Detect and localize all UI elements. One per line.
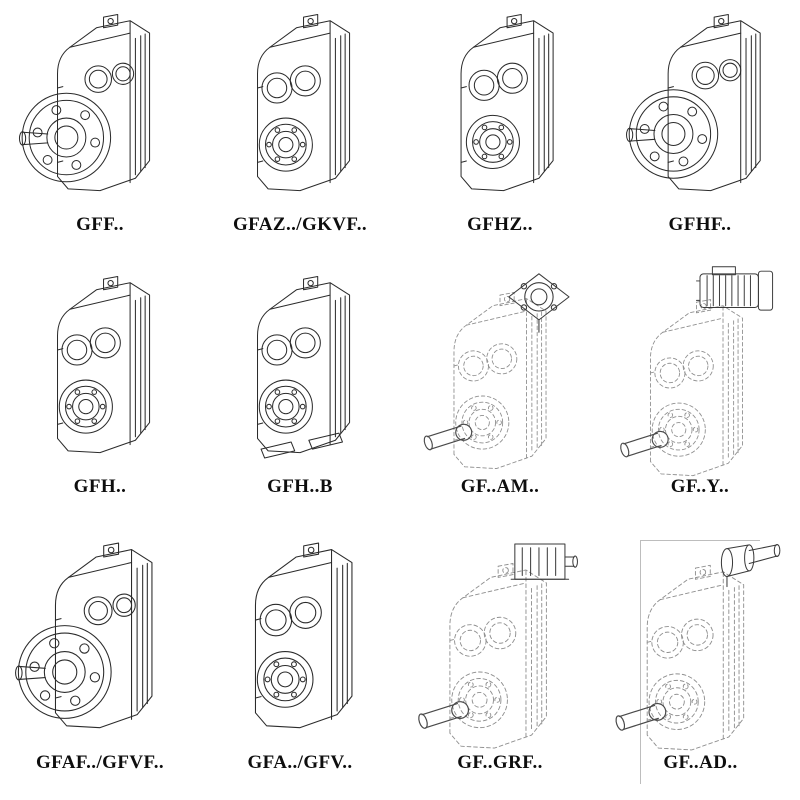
gearbox-drawing-flange xyxy=(626,13,761,192)
hollow-shaft-bores xyxy=(258,65,321,172)
model-label: GFHZ.. xyxy=(467,214,533,235)
model-label: GFA../GFV.. xyxy=(247,752,353,773)
catalog-cell-gf-grf: GF..GRF.. xyxy=(440,540,578,784)
catalog-cell-gf-am: GF..AM.. xyxy=(440,273,570,508)
catalog-cell-gfhz: GFHZ.. xyxy=(440,13,560,246)
model-label: GFAF../GFVF.. xyxy=(36,752,165,773)
gearbox-drawing-hollow xyxy=(460,13,554,192)
model-label: GFAZ../GKVF.. xyxy=(233,214,367,235)
gearbox-drawing-hollow xyxy=(254,542,353,729)
model-label: GF..Y.. xyxy=(670,476,730,497)
phantom-gearbox xyxy=(423,292,546,468)
gearbox-housing xyxy=(57,13,151,192)
catalog-cell-gfh-b: GFH..B xyxy=(240,275,360,508)
iec-adapter-flange xyxy=(508,273,570,333)
gearbox-drawing-phantom-shaft-adapter xyxy=(605,543,780,750)
catalog-cell-gfa-gfv: GFA../GFV.. xyxy=(240,540,360,784)
input-shaft-adapter xyxy=(720,543,780,588)
model-label: GFF.. xyxy=(76,214,124,235)
gearbox-drawing-flange xyxy=(15,542,153,729)
gearbox-drawing-flange xyxy=(18,13,151,192)
model-label: GF..GRF.. xyxy=(457,752,543,773)
gear-adapter-box xyxy=(510,543,578,580)
phantom-gearbox xyxy=(619,300,742,476)
model-label: GFH.. xyxy=(73,476,127,497)
hollow-shaft-bores xyxy=(258,327,321,434)
model-label: GF..AM.. xyxy=(460,476,540,497)
catalog-cell-gfhf: GFHF.. xyxy=(626,13,761,246)
hollow-shaft-bores xyxy=(58,327,121,434)
gearbox-drawing-phantom-motor xyxy=(604,266,774,476)
catalog-cell-gfaz-gkvf: GFAZ../GKVF.. xyxy=(233,13,367,246)
catalog-cell-gff: GFF.. xyxy=(18,13,160,246)
model-label: GFHF.. xyxy=(668,214,732,235)
output-flange xyxy=(18,62,135,183)
gearbox-drawing-hollow-foot xyxy=(257,275,351,459)
catalog-cell-gfh: GFH.. xyxy=(40,275,160,508)
catalog-cell-gfaf-gfvf: GFAF../GFVF.. xyxy=(15,540,164,784)
gearbox-housing xyxy=(54,542,153,729)
catalog-cell-gf-ad: GF..AD.. xyxy=(640,540,780,784)
phantom-gearbox xyxy=(417,563,546,748)
model-label: GFH..B xyxy=(267,476,333,497)
gearbox-drawing-phantom-adapter xyxy=(404,543,578,749)
output-flange xyxy=(626,59,742,179)
model-label: GF..AD.. xyxy=(663,752,738,773)
motor-unit xyxy=(695,266,774,311)
gearbox-housing xyxy=(667,13,761,192)
catalog-cell-gf-y: GF..Y.. xyxy=(640,266,774,508)
gearbox-drawing-hollow xyxy=(57,275,151,454)
phantom-gearbox xyxy=(614,565,743,750)
output-flange xyxy=(15,593,136,719)
hollow-shaft-bores xyxy=(465,62,528,170)
hollow-shaft-bores xyxy=(256,596,322,708)
gearbox-drawing-hollow xyxy=(257,13,351,192)
gearbox-drawing-phantom-iec xyxy=(404,273,570,473)
